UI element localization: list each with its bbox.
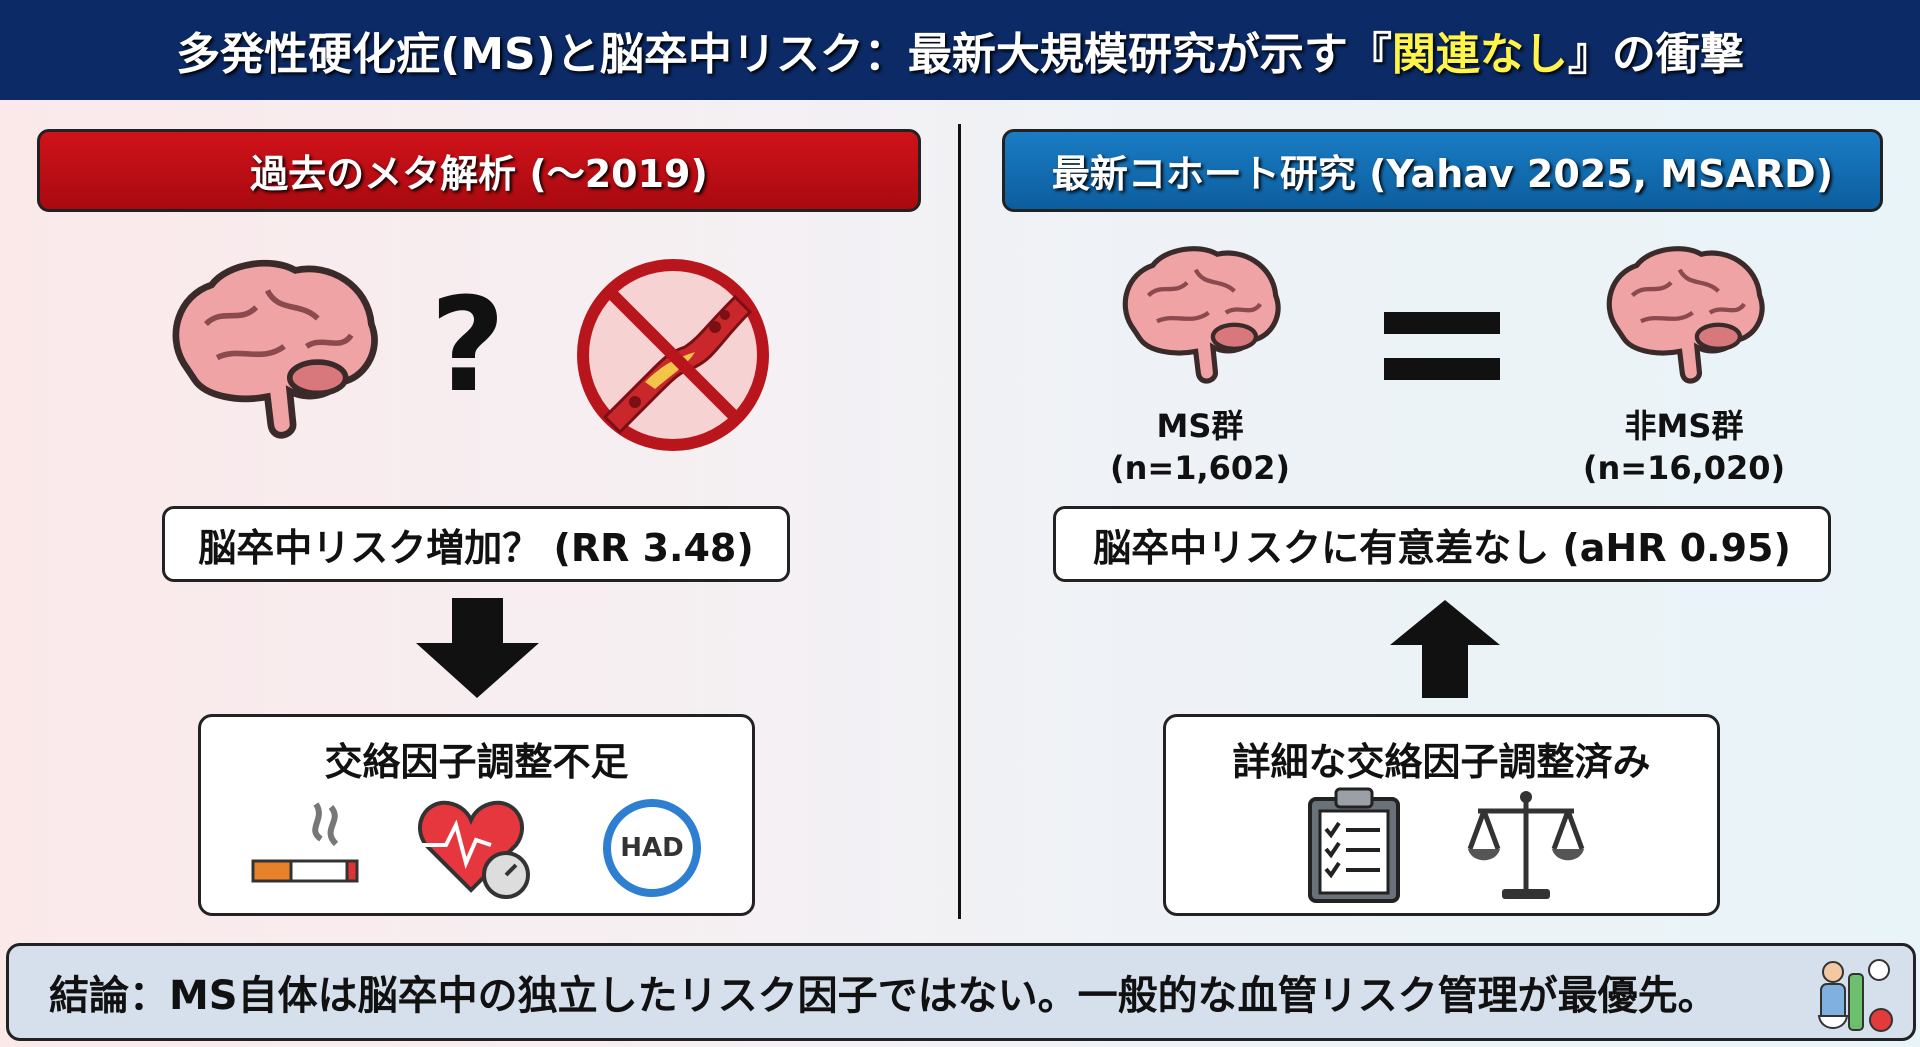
- healthy-lifestyle-icon: [1817, 959, 1893, 1032]
- non-ms-group-name: 非MS群: [1624, 407, 1744, 445]
- brain-icon-ms: [1114, 242, 1286, 392]
- ms-group-n: (n=1,602): [1109, 449, 1291, 487]
- adjusted-panel: 詳細な交絡因子調整済み: [1163, 714, 1720, 916]
- heart-blood-pressure-icon: [418, 800, 530, 899]
- had-badge-icon: HAD: [603, 799, 701, 897]
- confounder-panel: 交絡因子調整不足 HAD: [198, 714, 755, 916]
- left-risk-label: 脳卒中リスク増加？ (RR 3.48): [162, 506, 790, 582]
- ms-group-label: MS群 (n=1,602): [1090, 405, 1310, 489]
- cigarette-icon: [251, 802, 359, 883]
- adjusted-title: 詳細な交絡因子調整済み: [1232, 740, 1651, 784]
- title-bar: 多発性硬化症(MS)と脳卒中リスク：最新大規模研究が示す『関連なし』の衝撃: [0, 0, 1920, 100]
- equals-icon: [1384, 312, 1500, 380]
- confounder-title: 交絡因子調整不足: [324, 740, 629, 784]
- balance-scale-icon: [1467, 791, 1585, 899]
- conclusion-text: 結論：MS自体は脳卒中の独立したリスク因子ではない。一般的な血管リスク管理が最優…: [49, 973, 1718, 1019]
- left-header: 過去のメタ解析 (〜2019): [37, 129, 921, 212]
- ms-group-name: MS群: [1156, 407, 1244, 445]
- question-mark: ?: [430, 269, 506, 421]
- brain-icon-non-ms: [1598, 242, 1770, 392]
- non-ms-group-label: 非MS群 (n=16,020): [1574, 405, 1794, 489]
- conclusion-banner: 結論：MS自体は脳卒中の独立したリスク因子ではない。一般的な血管リスク管理が最優…: [6, 943, 1916, 1041]
- title-prefix: 多発性硬化症(MS)と脳卒中リスク：最新大規模研究が示す『: [176, 29, 1392, 80]
- brain-icon: [160, 257, 386, 447]
- blocked-vessel-icon: [577, 259, 769, 451]
- title-suffix: 』の衝撃: [1567, 29, 1744, 80]
- divider: [958, 124, 961, 919]
- clipboard-checklist-icon: [1308, 787, 1400, 903]
- non-ms-group-n: (n=16,020): [1582, 449, 1786, 487]
- title-highlight: 関連なし: [1391, 29, 1568, 80]
- right-risk-label: 脳卒中リスクに有意差なし (aHR 0.95): [1053, 506, 1831, 582]
- right-header: 最新コホート研究 (Yahav 2025, MSARD): [1002, 129, 1883, 212]
- arrow-down-icon: [416, 598, 539, 698]
- arrow-up-icon: [1390, 600, 1500, 698]
